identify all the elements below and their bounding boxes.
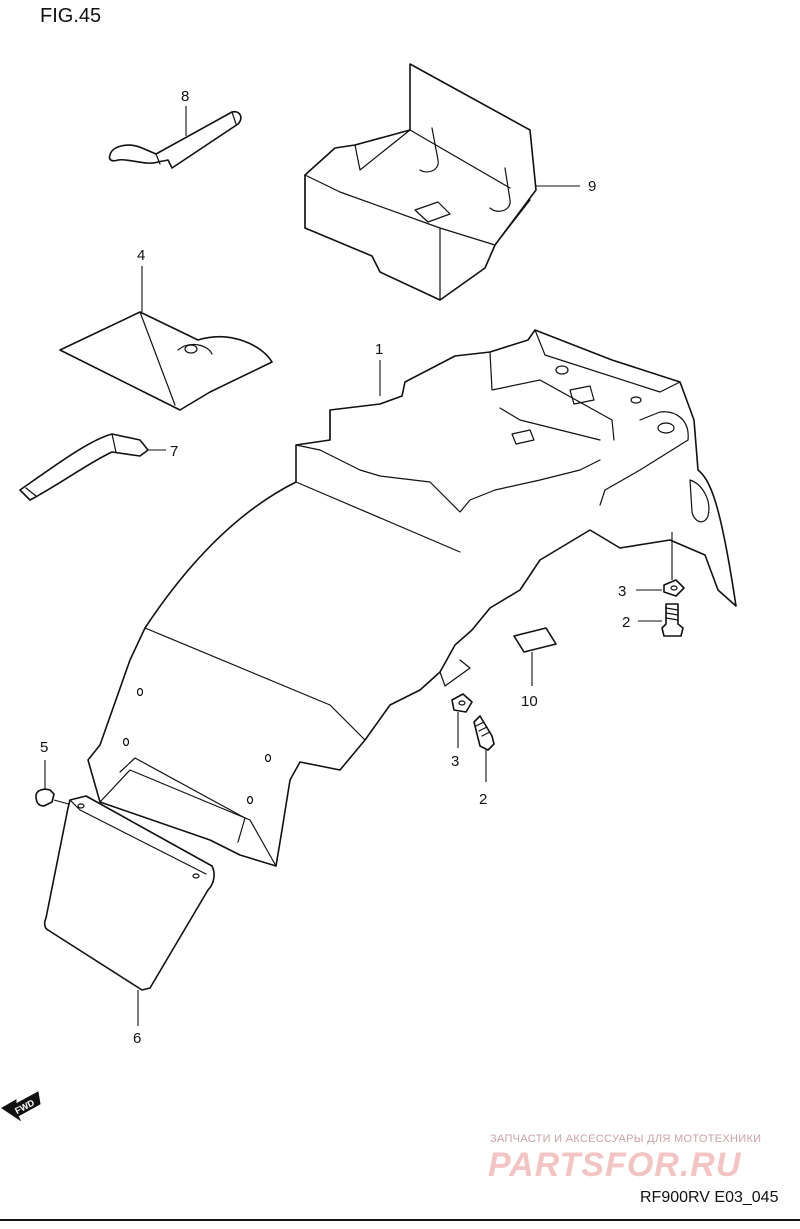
part-9-tray — [304, 63, 537, 301]
part-10-pad — [513, 627, 557, 653]
watermark-tagline: ЗАПЧАСТИ И АКСЕССУАРЫ ДЛЯ МОТОТЕХНИКИ — [490, 1133, 761, 1145]
callout-10: 10 — [521, 693, 538, 710]
callout-9: 9 — [588, 178, 596, 195]
part-2-bolt-lower — [473, 715, 495, 751]
part-3-nut-upper — [663, 579, 685, 597]
callout-4: 6 — [133, 1030, 141, 1047]
part-6-cover — [59, 311, 273, 411]
watermark-logo: PARTSFOR.RU — [488, 1146, 742, 1184]
part-2-bolt-upper — [661, 603, 684, 637]
callout-1: 1 — [375, 341, 383, 358]
part-4-mud-flap — [43, 795, 215, 991]
callout-8: 7 — [170, 443, 178, 460]
part-5-clip — [35, 788, 55, 807]
part-8-strap — [19, 433, 149, 501]
fwd-arrow-icon: FWD — [1, 1091, 41, 1122]
figure-code: RF900RV E03_045 — [640, 1189, 779, 1206]
callout-6: 4 — [137, 247, 145, 264]
callout-2-lower: 2 — [479, 791, 487, 808]
callout-3-lower: 3 — [451, 753, 459, 770]
callout-7: 8 — [181, 88, 189, 105]
callout-5: 5 — [40, 739, 48, 756]
part-1-rear-fender — [87, 329, 737, 867]
callout-3-upper: 3 — [618, 583, 626, 600]
part-3-nut-lower — [451, 693, 473, 713]
callout-2-upper: 2 — [622, 614, 630, 631]
part-7-wrench — [108, 110, 242, 169]
figure-title: FIG.45 — [40, 5, 101, 27]
